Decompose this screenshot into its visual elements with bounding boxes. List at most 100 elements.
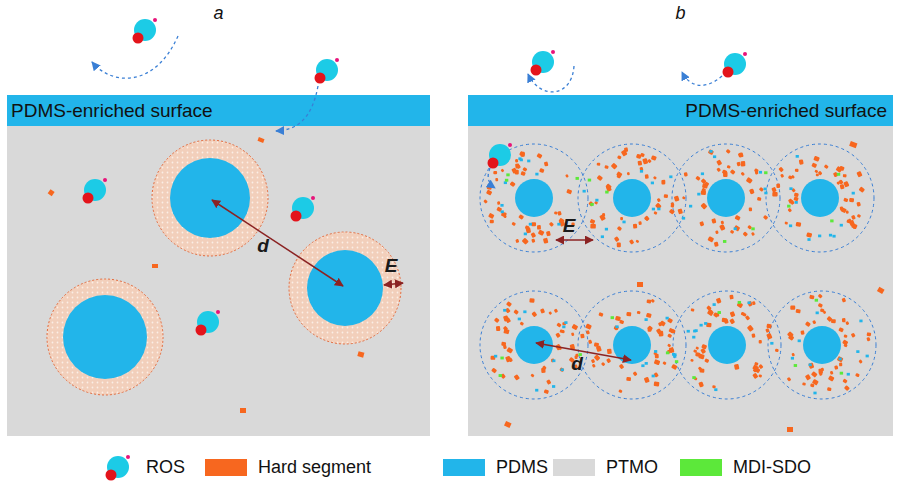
hard-segment-dot bbox=[627, 172, 630, 176]
hard-segment-dot bbox=[586, 330, 590, 335]
hard-segment-dot bbox=[811, 371, 818, 378]
hard-segment-dot bbox=[698, 381, 704, 387]
hard-segment bbox=[787, 427, 793, 432]
domain-boundary bbox=[673, 291, 781, 399]
hard-segment-dot bbox=[651, 299, 656, 303]
hard-segment-dot bbox=[617, 155, 622, 159]
pdms-dot bbox=[693, 330, 696, 333]
hard-segment-dot bbox=[818, 171, 823, 176]
hard-segment-dot bbox=[570, 344, 576, 350]
pdms-dot bbox=[709, 150, 712, 153]
pdms-dot bbox=[764, 192, 767, 195]
panel-label: a bbox=[7, 3, 430, 24]
hard-segment-dot bbox=[546, 231, 551, 236]
hard-segment-dot bbox=[515, 159, 518, 163]
hard-segment-dot bbox=[531, 222, 536, 226]
ros-molecule bbox=[196, 310, 221, 336]
hard-segment-dot bbox=[747, 325, 754, 332]
domain-boundary bbox=[578, 291, 686, 399]
hard-segment-dot bbox=[670, 202, 674, 206]
hard-segment-dot bbox=[493, 171, 497, 174]
pdms-dot bbox=[652, 208, 655, 211]
hard-segment-dot bbox=[707, 309, 714, 316]
hard-segment-dot bbox=[758, 364, 763, 369]
hard-segment-dot bbox=[483, 199, 488, 204]
hard-segment-dot bbox=[711, 218, 716, 224]
hard-segment-dot bbox=[669, 347, 675, 353]
pdms-dot bbox=[839, 358, 842, 361]
pdms-dot bbox=[503, 309, 506, 312]
hard-segment-dot bbox=[765, 328, 770, 333]
hard-segment-dot bbox=[597, 175, 603, 181]
hard-segment-dot bbox=[667, 318, 673, 324]
hard-segment-dot bbox=[594, 342, 599, 347]
hard-segment-dot bbox=[716, 298, 722, 304]
hard-segment-dot bbox=[867, 332, 872, 336]
hard-segment-dot bbox=[659, 320, 666, 326]
hard-segment bbox=[48, 189, 55, 196]
pdms-dot bbox=[557, 223, 560, 226]
hard-segment-dot bbox=[575, 353, 579, 357]
hard-segment-dot bbox=[542, 365, 547, 370]
hard-segment-dot bbox=[639, 167, 643, 171]
hard-segment-dot bbox=[559, 367, 564, 372]
ros-molecule bbox=[315, 58, 340, 84]
hard-segment-dot bbox=[653, 372, 658, 378]
hard-segment-dot bbox=[722, 169, 728, 174]
hard-segment-dot bbox=[598, 312, 603, 317]
hard-segment-dot bbox=[743, 231, 748, 236]
hard-segment-dot bbox=[704, 182, 709, 187]
pdms-dot bbox=[713, 155, 716, 158]
hard-segment-dot bbox=[721, 220, 725, 224]
hard-segment-dot bbox=[749, 189, 754, 195]
hard-segment-dot bbox=[730, 311, 736, 317]
hard-segment-dot bbox=[700, 203, 707, 210]
hard-segment-dot bbox=[642, 158, 648, 165]
legend-text: MDI-SDO bbox=[733, 457, 811, 478]
pdms-dot bbox=[494, 355, 497, 358]
hard-segment-dot bbox=[745, 315, 750, 321]
legend-swatch bbox=[205, 459, 247, 476]
domain-boundary bbox=[768, 291, 876, 399]
hard-segment-dot bbox=[506, 347, 513, 354]
hard-segment-dot bbox=[808, 362, 814, 369]
hard-segment-dot bbox=[846, 219, 851, 223]
legend-entry: ROS bbox=[103, 454, 185, 480]
hard-segment-dot bbox=[837, 356, 844, 362]
hard-segment-dot bbox=[655, 354, 659, 359]
hard-segment-dot bbox=[855, 373, 860, 377]
hard-segment-dot bbox=[638, 221, 642, 225]
hard-segment-dot bbox=[674, 195, 680, 201]
hard-segment-dot bbox=[780, 174, 784, 178]
hard-segment-dot bbox=[719, 224, 725, 231]
pdms-dot bbox=[561, 368, 564, 371]
hard-segment-dot bbox=[775, 349, 779, 352]
hard-segment-dot bbox=[716, 313, 719, 317]
hard-segment-dot bbox=[831, 319, 836, 323]
hard-segment-dot bbox=[619, 364, 625, 370]
hard-segment-dot bbox=[621, 149, 628, 156]
hard-segment-dot bbox=[558, 218, 564, 224]
hard-segment-dot bbox=[599, 214, 606, 221]
hard-segment-dot bbox=[626, 377, 631, 381]
pdms-dot bbox=[770, 342, 773, 345]
hard-segment-dot bbox=[843, 343, 847, 347]
hard-segment-dot bbox=[852, 225, 856, 229]
hard-segment-dot bbox=[491, 356, 496, 360]
mdi-sdo-dot bbox=[830, 219, 833, 222]
mdi-sdo-dot bbox=[578, 353, 581, 356]
hard-segment bbox=[257, 137, 264, 143]
hard-segment-dot bbox=[606, 185, 612, 192]
hard-segment-dot bbox=[594, 201, 598, 205]
hard-segment-dot bbox=[714, 241, 719, 246]
pdms-dot bbox=[759, 171, 762, 174]
hard-segment-dot bbox=[647, 325, 653, 331]
hard-segment-dot bbox=[805, 374, 811, 381]
pdms-dot bbox=[866, 355, 869, 358]
hard-segment-dot bbox=[734, 364, 740, 370]
hard-segment-dot bbox=[791, 188, 796, 193]
hard-segment-dot bbox=[818, 294, 823, 299]
hard-segment-dot bbox=[637, 311, 641, 315]
hard-segment-dot bbox=[826, 316, 832, 322]
